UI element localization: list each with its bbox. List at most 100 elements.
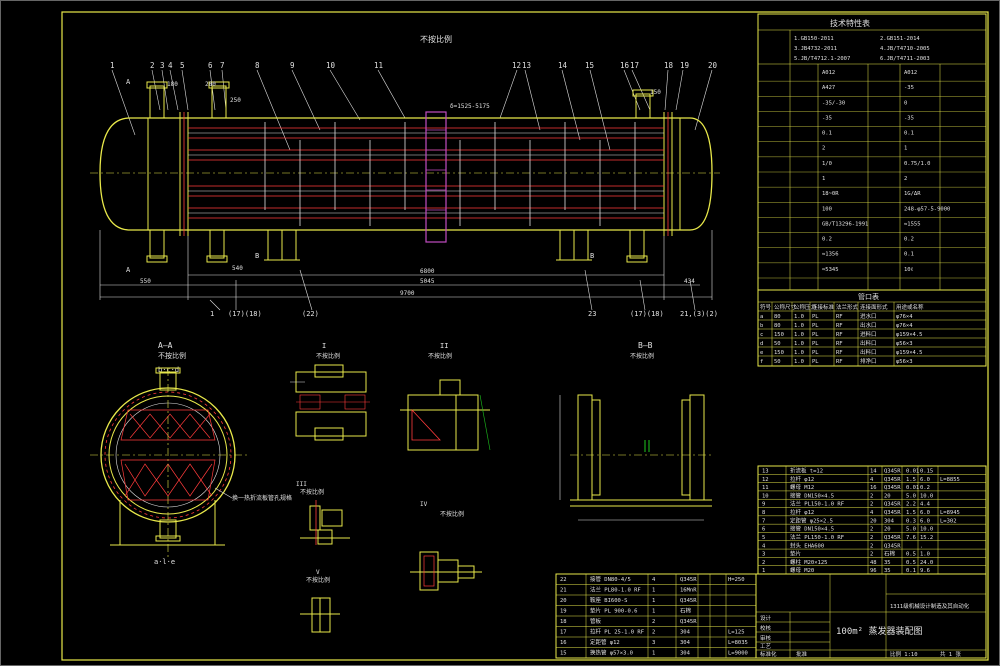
parts-list-cell: 9 bbox=[762, 502, 765, 508]
tech-spec-value: A012 bbox=[822, 70, 835, 76]
nozzle-table-cell: 50 bbox=[774, 359, 781, 365]
svg-text:9700: 9700 bbox=[400, 290, 415, 297]
nozzle-table-cell: PL bbox=[812, 341, 819, 347]
section-aa-top-label: b·c·d bbox=[158, 366, 179, 374]
parts-list-cell: 1 bbox=[652, 651, 655, 657]
parts-list-cell: 6.0 bbox=[920, 510, 930, 516]
nozzle-table-cell: a bbox=[760, 314, 763, 320]
svg-text:1: 1 bbox=[210, 310, 214, 318]
svg-text:17: 17 bbox=[630, 61, 639, 70]
svg-text:不按比例: 不按比例 bbox=[300, 488, 324, 496]
parts-list-cell: 4.4 bbox=[920, 502, 931, 508]
tech-spec-value: 1 bbox=[822, 176, 825, 182]
nozzle-table-cell: φ76×4 bbox=[896, 314, 913, 320]
parts-list-cell: 石棉 bbox=[680, 607, 692, 615]
part-numbers-bottom: 1 (17)(18) (22) 23 (17)(18) 21,(3)(2) bbox=[210, 310, 718, 318]
nozzle-table-cell: 1.0 bbox=[794, 323, 804, 329]
svg-text:不按比例: 不按比例 bbox=[440, 510, 464, 518]
parts-list-cell: 304 bbox=[884, 518, 895, 524]
parts-list-cell: 2 bbox=[652, 630, 655, 636]
svg-text:250: 250 bbox=[230, 97, 241, 104]
tech-spec-value: 1G/ΔR bbox=[904, 191, 921, 197]
tech-spec-value: ≈1356 bbox=[822, 252, 839, 258]
parts-list-cell: 0.5 bbox=[906, 560, 916, 566]
svg-text:共 1 张: 共 1 张 bbox=[940, 650, 961, 658]
tech-spec-value: A012 bbox=[904, 70, 917, 76]
svg-text:3.JB4732-2011: 3.JB4732-2011 bbox=[794, 46, 837, 52]
svg-text:11: 11 bbox=[374, 61, 383, 70]
nozzle-table-cell: PL bbox=[812, 323, 819, 329]
svg-text:III: III bbox=[296, 481, 307, 488]
parts-list-cell: Q345R bbox=[680, 598, 697, 604]
nozzles bbox=[146, 81, 654, 263]
parts-list-cell: 拉杆 PL 25-1.0 RF bbox=[590, 628, 644, 636]
parts-list-cell: 10 bbox=[762, 493, 769, 499]
detail-4-view: IV 不按比例 bbox=[410, 501, 482, 591]
parts-list-cell: 35 bbox=[884, 560, 891, 566]
parts-list-cell: 7 bbox=[762, 518, 765, 524]
parts-list-cell: 0.2 bbox=[920, 485, 930, 491]
tech-spec-value: 0 bbox=[904, 100, 907, 106]
side-label-a-top: A bbox=[126, 78, 131, 86]
parts-list-cell: 1.5 bbox=[906, 477, 916, 483]
parts-list-cell: 15.2 bbox=[920, 535, 933, 541]
nozzle-table-cell: 进料口 bbox=[860, 330, 877, 338]
tech-spec-value: 0.75/1.0 bbox=[904, 161, 931, 167]
part-numbers-top: 1 2 3 4 5 6 7 8 9 10 11 12 13 14 15 16 1… bbox=[110, 61, 718, 70]
parts-list-cell: 2 bbox=[652, 619, 655, 625]
tech-spec-value: 0.2 bbox=[904, 237, 914, 243]
svg-text:540: 540 bbox=[232, 265, 243, 272]
parts-list-cell: 11 bbox=[762, 485, 769, 491]
tech-spec-value: 2 bbox=[904, 176, 907, 182]
nozzle-table-cell: RF bbox=[836, 341, 843, 347]
parts-list-cell: 折流板 t=12 bbox=[790, 467, 823, 475]
svg-text:13: 13 bbox=[522, 61, 531, 70]
nozzle-table-cell: 80 bbox=[774, 314, 781, 320]
svg-text:V: V bbox=[316, 569, 320, 576]
svg-text:不按比例: 不按比例 bbox=[316, 352, 340, 360]
parts-list-cell: 1 bbox=[652, 598, 655, 604]
svg-text:2.GB151-2014: 2.GB151-2014 bbox=[880, 36, 920, 42]
nozzle-table-cell: φ159×4.5 bbox=[896, 332, 923, 338]
parts-list-cell: 2 bbox=[870, 535, 873, 541]
nozzle-table-cell: PL bbox=[812, 332, 819, 338]
parts-list-cell: 24.0 bbox=[920, 560, 933, 566]
parts-list-cell: L=302 bbox=[940, 518, 957, 524]
svg-text:II: II bbox=[440, 342, 448, 350]
nozzle-table-header: 用途或名称 bbox=[896, 303, 924, 311]
svg-text:6: 6 bbox=[208, 61, 213, 70]
parts-list-cell: 管板 bbox=[590, 617, 602, 625]
svg-text:4.JB/T4710-2005: 4.JB/T4710-2005 bbox=[880, 46, 930, 52]
parts-list-cell: 21 bbox=[560, 588, 567, 594]
parts-list-cell: 拉杆 φ12 bbox=[790, 508, 814, 516]
parts-list-cell: 8 bbox=[762, 510, 765, 516]
tech-spec-rules bbox=[758, 80, 986, 279]
tech-spec-value: 10ℓ bbox=[904, 267, 914, 273]
nozzle-table-cell: 1.0 bbox=[794, 359, 804, 365]
parts-list-cell: Q345R bbox=[884, 469, 901, 475]
parts-list-cell: 封头 EHA600 bbox=[790, 541, 824, 549]
parts-list-cell: 6 bbox=[762, 527, 765, 533]
parts-list-cell: 2 bbox=[762, 560, 765, 566]
tech-spec-value: 100 bbox=[822, 206, 832, 212]
tech-spec-value: 1/0 bbox=[822, 161, 832, 167]
parts-list-cell: 螺母 M20 bbox=[790, 566, 814, 574]
svg-text:150: 150 bbox=[650, 89, 661, 96]
svg-text:23: 23 bbox=[588, 310, 596, 318]
parts-list-cell: Q345R bbox=[680, 619, 697, 625]
parts-list-cell: 0.1 bbox=[906, 568, 916, 574]
parts-list-cell: L=8855 bbox=[940, 477, 960, 483]
nozzle-table-cell: c bbox=[760, 332, 763, 338]
main-view: 不按比例 1 2 3 4 5 6 7 8 9 10 11 12 bbox=[90, 34, 720, 318]
section-aa-view: A—A 不按比例 b·c·d a·l·e 换一热折流板管孔规格 bbox=[90, 341, 292, 566]
parts-list-cell: Q345R bbox=[884, 543, 901, 549]
parts-list-cell: 法兰 PL150-1.0 RF bbox=[790, 533, 844, 541]
svg-text:7: 7 bbox=[220, 61, 225, 70]
tech-spec-value: A427 bbox=[822, 85, 835, 91]
parts-list-cell: 2 bbox=[870, 543, 873, 549]
svg-text:550: 550 bbox=[140, 278, 151, 285]
nozzle-table-cell: 排净口 bbox=[860, 357, 877, 365]
svg-text:B: B bbox=[255, 252, 259, 260]
svg-text:δ=1525-5175: δ=1525-5175 bbox=[450, 103, 490, 110]
